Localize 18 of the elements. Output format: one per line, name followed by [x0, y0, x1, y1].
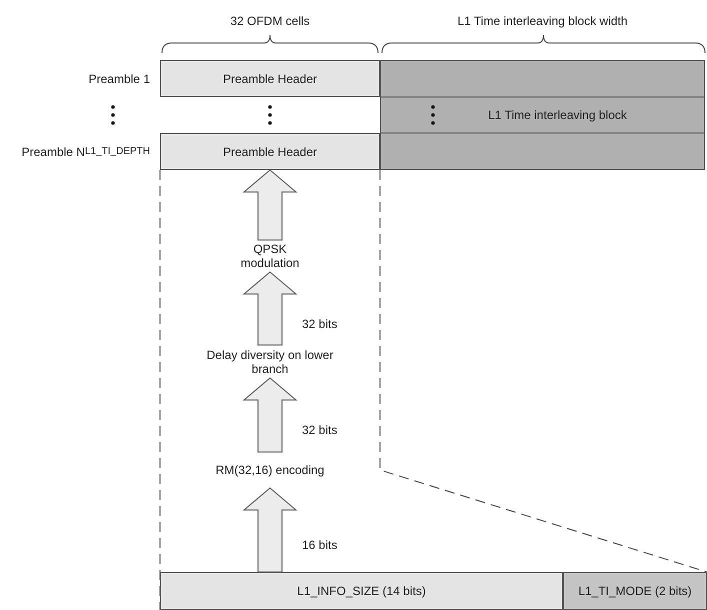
bit-field: L1_TI_MODE (2 bits): [563, 572, 707, 610]
block-arrow: [242, 271, 298, 346]
row-label: Preamble 1: [88, 70, 150, 88]
dimension-label: 32 OFDM cells: [229, 14, 311, 28]
edge-label: 16 bits: [300, 538, 340, 552]
block-arrow: [242, 377, 298, 452]
preamble-header-cell: Preamble Header: [160, 60, 380, 97]
process-step-text: Delay diversity on lower branch: [205, 345, 335, 378]
block-arrow: [242, 169, 298, 240]
dimension-label: L1 Time interleaving block width: [456, 14, 629, 28]
edge-label: 32 bits: [300, 316, 340, 330]
process-step-text: RM(32,16) encoding: [215, 452, 325, 488]
edge-label: 32 bits: [300, 423, 340, 437]
process-step-text: QPSK modulation: [225, 240, 315, 272]
bit-field: L1_INFO_SIZE (14 bits): [160, 572, 563, 610]
time-interleaving-block: L1 Time interleaving block: [380, 60, 705, 170]
preamble-header-cell: Preamble Header: [160, 133, 380, 170]
block-arrow: [242, 487, 298, 572]
